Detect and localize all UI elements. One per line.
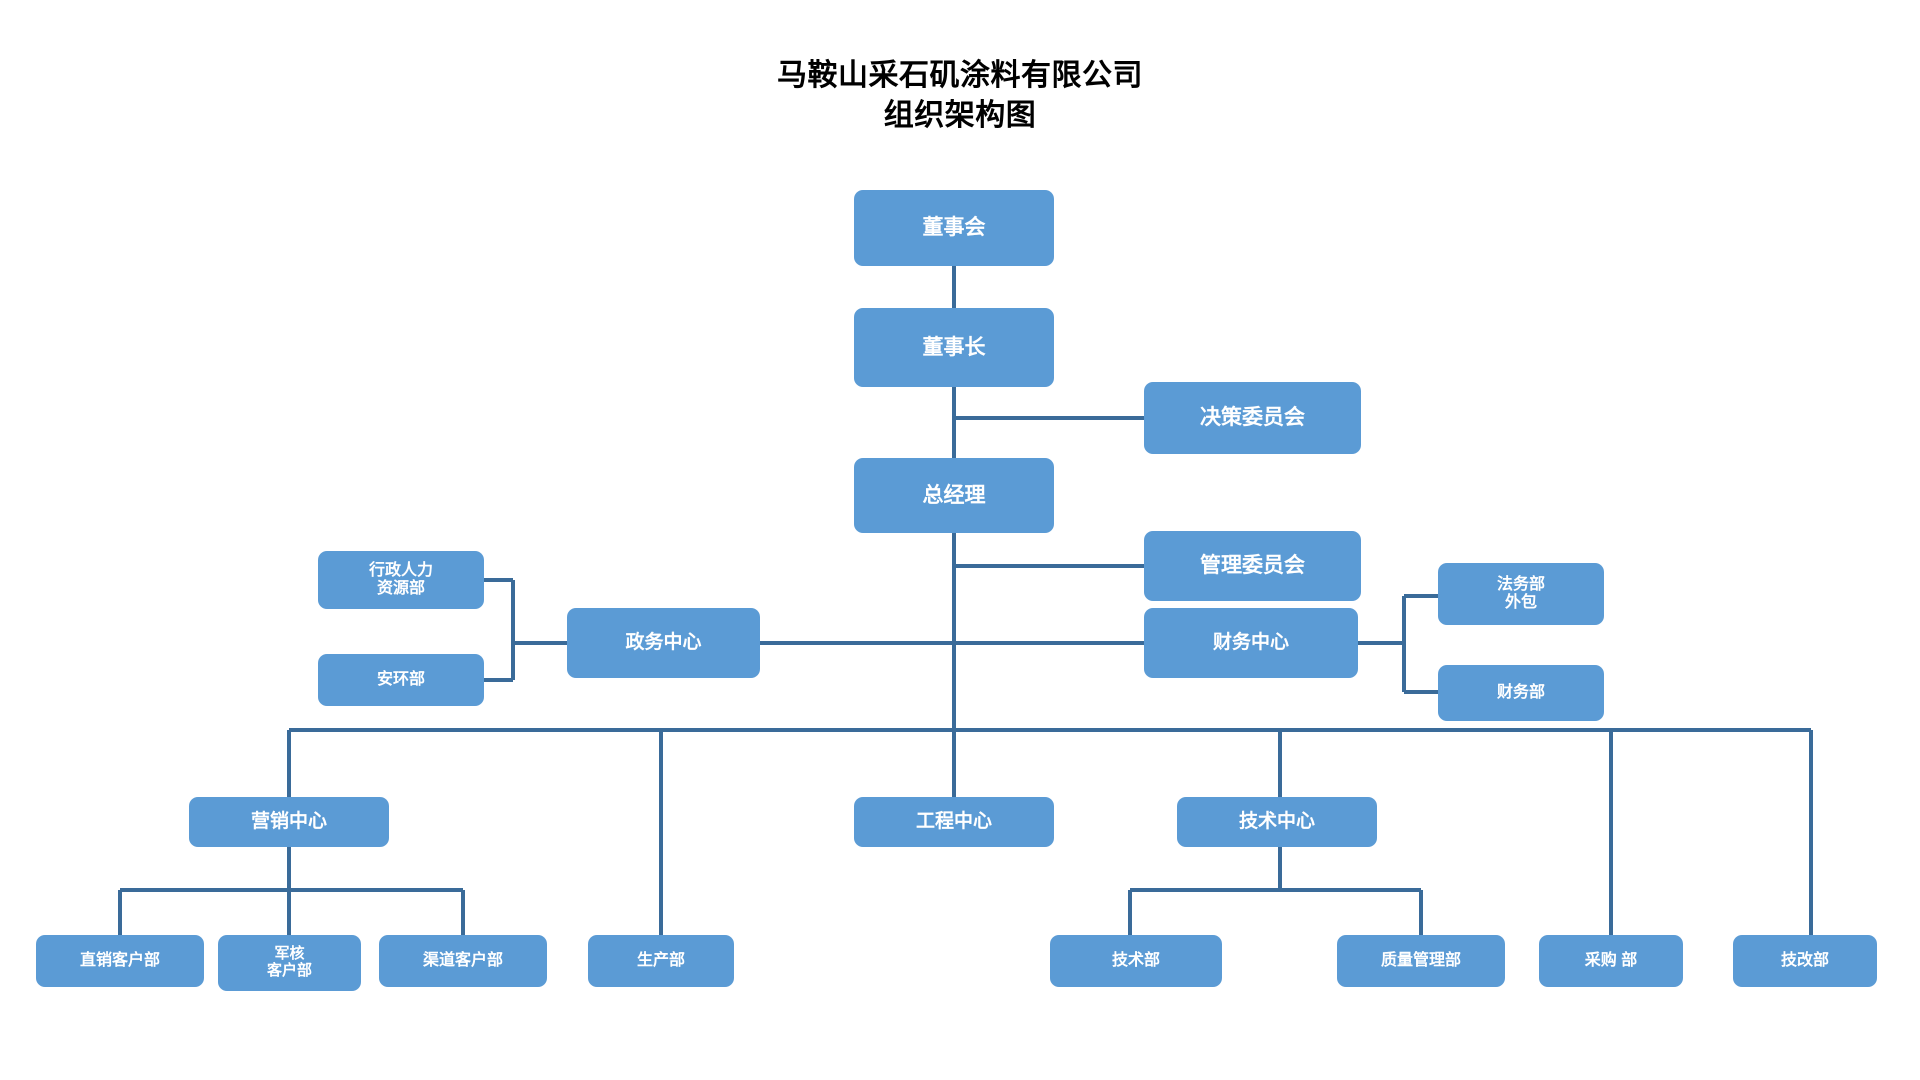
node-marketing-center-label: 营销中心: [250, 811, 327, 833]
node-admin-hr-dept[interactable]: 行政人力 资源部: [318, 551, 484, 609]
node-engineering-center[interactable]: 工程中心: [854, 797, 1054, 847]
node-decision-committee[interactable]: 决策委员会: [1144, 382, 1361, 454]
node-legal-dept-outsourced-label: 法务部 外包: [1496, 576, 1545, 611]
node-board-label: 董事会: [922, 216, 986, 240]
node-purchasing-dept[interactable]: 采购 部: [1539, 935, 1683, 987]
node-general-manager-label: 总经理: [922, 483, 986, 507]
node-government-affairs-center-label: 政务中心: [625, 632, 702, 654]
node-general-manager[interactable]: 总经理: [854, 458, 1054, 533]
node-marketing-center[interactable]: 营销中心: [189, 797, 389, 847]
node-quality-management-dept-label: 质量管理部: [1380, 952, 1461, 970]
node-finance-dept-label: 财务部: [1496, 684, 1545, 702]
node-direct-sales-customer-dept-label: 直销客户部: [79, 952, 160, 970]
node-engineering-center-label: 工程中心: [915, 811, 992, 833]
node-direct-sales-customer-dept[interactable]: 直销客户部: [36, 935, 204, 987]
node-finance-center-label: 财务中心: [1212, 632, 1289, 654]
node-technical-dept[interactable]: 技术部: [1050, 935, 1222, 987]
node-finance-dept[interactable]: 财务部: [1438, 665, 1604, 721]
node-tech-improvement-dept-label: 技改部: [1780, 952, 1829, 970]
node-channel-customer-dept-label: 渠道客户部: [422, 952, 503, 970]
node-military-nuclear-customer-dept[interactable]: 军核 客户部: [218, 935, 361, 991]
node-tech-improvement-dept[interactable]: 技改部: [1733, 935, 1877, 987]
node-quality-management-dept[interactable]: 质量管理部: [1337, 935, 1505, 987]
node-production-dept-label: 生产部: [636, 952, 685, 970]
node-management-committee[interactable]: 管理委员会: [1144, 531, 1361, 601]
node-government-affairs-center[interactable]: 政务中心: [567, 608, 760, 678]
node-technical-dept-label: 技术部: [1111, 952, 1160, 970]
node-safety-env-dept[interactable]: 安环部: [318, 654, 484, 706]
node-channel-customer-dept[interactable]: 渠道客户部: [379, 935, 547, 987]
node-board[interactable]: 董事会: [854, 190, 1054, 266]
node-production-dept[interactable]: 生产部: [588, 935, 734, 987]
node-technology-center-label: 技术中心: [1238, 811, 1315, 833]
node-legal-dept-outsourced[interactable]: 法务部 外包: [1438, 563, 1604, 625]
node-purchasing-dept-label: 采购 部: [1584, 952, 1638, 970]
node-chairman[interactable]: 董事长: [854, 308, 1054, 387]
node-military-nuclear-customer-dept-label: 军核 客户部: [266, 945, 312, 979]
node-chairman-label: 董事长: [922, 335, 986, 359]
node-finance-center[interactable]: 财务中心: [1144, 608, 1358, 678]
node-safety-env-dept-label: 安环部: [376, 671, 425, 689]
node-admin-hr-dept-label: 行政人力 资源部: [368, 562, 433, 597]
node-management-committee-label: 管理委员会: [1200, 554, 1305, 578]
node-technology-center[interactable]: 技术中心: [1177, 797, 1377, 847]
node-decision-committee-label: 决策委员会: [1200, 406, 1305, 430]
